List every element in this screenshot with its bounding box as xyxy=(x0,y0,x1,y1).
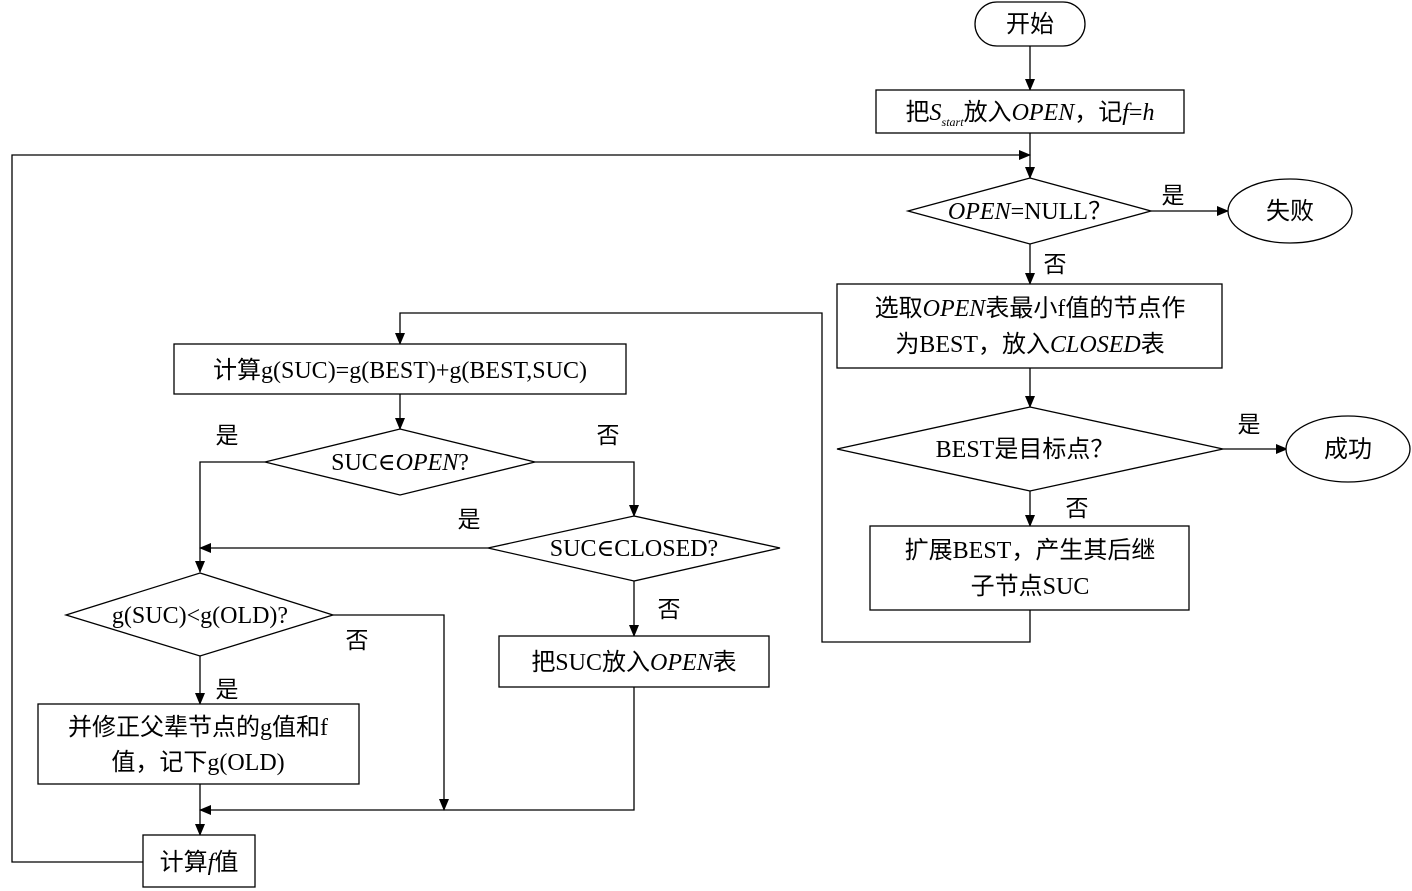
fail-text: 失败 xyxy=(1266,198,1314,225)
success-node: 成功 xyxy=(1285,415,1411,483)
fix-text-line1: 并修正父辈节点的g值和f xyxy=(68,714,328,741)
fix-text-line2: 值，记下g(OLD) xyxy=(111,749,284,776)
expand-text-line1: 扩展BEST，产生其后继 xyxy=(905,537,1156,564)
label-no-expand: 否 xyxy=(1066,496,1089,521)
compute-f-node: 计算f值 xyxy=(142,834,256,888)
label-no-select: 否 xyxy=(1044,252,1067,277)
label-no-g-less: 否 xyxy=(346,628,369,653)
label-yes-in-open: 是 xyxy=(216,423,239,448)
select-node: 选取OPEN表最小f值的节点作 为BEST，放入CLOSED表 xyxy=(836,283,1223,369)
label-yes-g-less: 是 xyxy=(216,677,239,702)
start-node: 开始 xyxy=(974,1,1086,47)
fix-node: 并修正父辈节点的g值和f 值，记下g(OLD) xyxy=(37,703,360,785)
expand-node: 扩展BEST，产生其后继 子节点SUC xyxy=(869,525,1190,611)
put-open-node: 把SUC放入OPEN表 xyxy=(498,635,770,688)
put-open-box xyxy=(498,635,770,688)
open-null-decision: OPEN=NULL？ xyxy=(905,177,1154,245)
fail-terminal xyxy=(1227,178,1353,244)
in-open-text: SUC∈OPEN? xyxy=(331,450,469,476)
edge-labels: 是 否 是 否 是 否 是 否 否 是 xyxy=(216,183,1261,702)
start-terminal xyxy=(974,1,1086,47)
init-box xyxy=(875,89,1185,134)
label-no-in-open: 否 xyxy=(597,423,620,448)
g-less-diamond xyxy=(63,572,336,657)
fail-node: 失败 xyxy=(1227,178,1353,244)
init-node: 把Sstart放入OPEN，记f=h xyxy=(875,89,1185,134)
open-null-text: OPEN=NULL？ xyxy=(948,199,1112,225)
in-closed-text: SUC∈CLOSED? xyxy=(550,536,718,562)
label-yes-success: 是 xyxy=(1238,412,1261,437)
in-closed-diamond xyxy=(487,515,781,582)
success-text: 成功 xyxy=(1324,436,1372,463)
edge-in-open-yes xyxy=(195,461,265,573)
connectors xyxy=(11,46,1288,863)
open-null-diamond xyxy=(905,177,1154,245)
in-closed-decision: SUC∈CLOSED? xyxy=(487,515,781,582)
init-text: 把Sstart放入OPEN，记f=h xyxy=(906,99,1155,129)
is-goal-diamond xyxy=(836,406,1224,492)
is-goal-decision: BEST是目标点？ xyxy=(836,406,1224,492)
edge-in-open-no xyxy=(535,461,639,517)
g-less-decision: g(SUC)<g(OLD)? xyxy=(63,572,336,657)
compute-g-text: 计算g(SUC)=g(BEST)+g(BEST,SUC) xyxy=(213,357,587,384)
select-text-line1: 选取OPEN表最小f值的节点作 xyxy=(875,295,1186,322)
is-goal-text: BEST是目标点？ xyxy=(936,436,1115,463)
start-text: 开始 xyxy=(1006,11,1054,38)
in-open-decision: SUC∈OPEN? xyxy=(264,428,536,496)
edge-g-less-no xyxy=(333,614,449,811)
put-open-text: 把SUC放入OPEN表 xyxy=(531,649,736,676)
expand-text-line2: 子节点SUC xyxy=(971,573,1090,600)
g-less-text: g(SUC)<g(OLD)? xyxy=(112,603,288,629)
compute-g-node: 计算g(SUC)=g(BEST)+g(BEST,SUC) xyxy=(173,343,627,395)
edge-put-open-merge xyxy=(199,687,635,815)
label-yes-in-closed: 是 xyxy=(458,507,481,532)
compute-f-text: 计算f值 xyxy=(160,849,239,876)
fix-box xyxy=(37,703,360,785)
edge-expand-compute-g xyxy=(395,312,1031,643)
success-terminal xyxy=(1285,415,1411,483)
in-open-diamond xyxy=(264,428,536,496)
edge-loop-back xyxy=(11,150,1031,863)
expand-box xyxy=(869,525,1190,611)
select-box xyxy=(836,283,1223,369)
label-yes-fail: 是 xyxy=(1162,183,1185,208)
label-no-in-closed: 否 xyxy=(658,597,681,622)
compute-g-box xyxy=(173,343,627,395)
select-text-line2: 为BEST，放入CLOSED表 xyxy=(895,331,1164,358)
compute-f-box xyxy=(142,834,256,888)
